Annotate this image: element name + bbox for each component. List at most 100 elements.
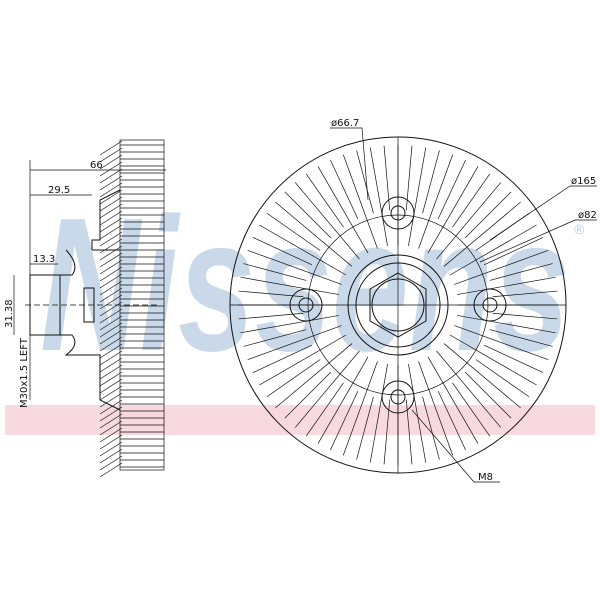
fan-fin	[452, 173, 491, 228]
side-blade	[99, 434, 123, 450]
watermark-band	[5, 405, 595, 435]
side-blade	[99, 224, 123, 240]
fan-fin	[449, 224, 537, 276]
fan-fin	[483, 344, 544, 373]
side-blade	[99, 392, 123, 408]
fan-fin	[369, 364, 388, 463]
fan-fin	[427, 166, 479, 254]
side-blade	[99, 371, 123, 387]
fan-fin	[418, 154, 454, 249]
fan-fin	[275, 201, 353, 267]
fan-fin	[436, 350, 502, 428]
side-blade	[99, 462, 123, 478]
dim-thread-diameter: 31.38	[4, 299, 15, 328]
fan-fin	[437, 159, 466, 220]
fan-fin	[408, 147, 427, 246]
fan-fin	[437, 390, 466, 451]
dim-bolt-thread: M8	[478, 472, 493, 483]
side-blade	[99, 448, 123, 464]
fan-fin	[284, 191, 332, 239]
side-blade	[99, 154, 123, 170]
fan-fin	[330, 159, 359, 220]
side-blade	[99, 168, 123, 184]
fan-fin	[443, 343, 521, 409]
dim-hub-depth: 29.5	[48, 185, 70, 196]
side-blade	[99, 161, 123, 177]
dim-inner-diameter: ø82	[578, 210, 597, 221]
fan-fin	[284, 371, 332, 419]
fan-fin	[464, 371, 512, 419]
fan-fin	[240, 276, 339, 295]
side-blade	[99, 301, 123, 317]
fan-fin	[305, 173, 344, 228]
fan-fin	[449, 334, 537, 386]
side-blade	[99, 175, 123, 191]
side-blade	[99, 413, 123, 429]
side-blade	[99, 238, 123, 254]
fan-fin	[240, 315, 339, 334]
dim-outer-diameter: ø165	[571, 176, 596, 187]
side-blade	[99, 399, 123, 415]
side-blade	[99, 210, 123, 226]
fan-fin	[317, 356, 369, 444]
leader-165	[489, 185, 597, 241]
fan-fin	[422, 396, 440, 460]
side-blade	[99, 420, 123, 436]
side-blade	[99, 287, 123, 303]
fan-fin	[452, 382, 491, 437]
fan-fin	[356, 396, 374, 460]
side-blade	[99, 280, 123, 296]
side-blade	[99, 252, 123, 268]
side-blade	[99, 378, 123, 394]
fan-fin	[436, 182, 502, 260]
fan-fin	[247, 325, 342, 361]
side-blade	[99, 231, 123, 247]
fan-fin	[243, 263, 307, 281]
side-blade	[99, 308, 123, 324]
side-blade	[99, 259, 123, 275]
leader-82	[479, 219, 597, 263]
side-blade	[99, 294, 123, 310]
fan-fin	[305, 382, 344, 437]
hub-body	[91, 189, 121, 411]
fan-fin	[259, 224, 347, 276]
fan-fin	[489, 263, 553, 281]
fan-fin	[408, 364, 427, 463]
fan-fin	[457, 276, 556, 295]
fan-fin	[342, 154, 378, 249]
fan-fin	[457, 315, 556, 334]
side-blade	[99, 350, 123, 366]
side-blade	[99, 385, 123, 401]
fan-fin	[369, 147, 388, 246]
fan-fin	[454, 249, 549, 285]
fan-fin	[356, 150, 374, 214]
fan-fin	[252, 344, 313, 373]
fan-fin	[259, 334, 347, 386]
side-blade	[99, 140, 123, 156]
fan-fin	[483, 237, 544, 266]
fan-fin	[422, 150, 440, 214]
fan-fin	[243, 329, 307, 347]
dim-overall-depth: 66	[90, 160, 103, 171]
fan-fin	[252, 237, 313, 266]
fan-fin	[266, 212, 321, 251]
fan-fin	[443, 201, 521, 267]
fan-fin	[275, 343, 353, 409]
fan-fin	[475, 359, 530, 398]
side-blade	[99, 147, 123, 163]
side-blade	[99, 217, 123, 233]
leader-66-7	[330, 127, 369, 201]
fan-fin	[427, 356, 479, 444]
dim-thread-spec: M30x1.5 LEFT	[19, 337, 30, 408]
side-blade	[99, 273, 123, 289]
side-blade	[99, 455, 123, 471]
side-blade	[99, 322, 123, 338]
registered-mark: ®	[574, 221, 585, 237]
side-blade	[99, 427, 123, 443]
fan-fin	[464, 191, 512, 239]
side-view: 66 29.5 13.3 31.38 M30x1.5 LEFT	[4, 139, 166, 478]
side-blade	[99, 357, 123, 373]
side-blade	[99, 196, 123, 212]
dim-thread-length: 13.3	[33, 254, 55, 265]
